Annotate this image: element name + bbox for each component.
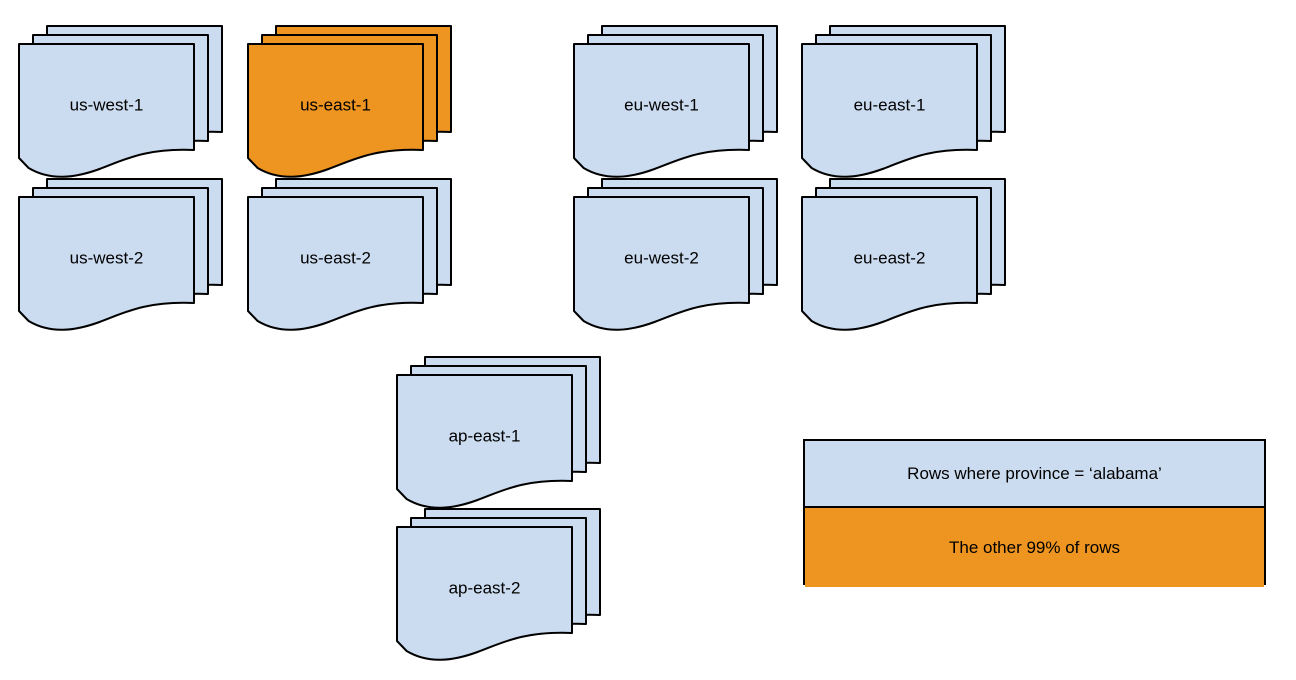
stack-label: ap-east-1 xyxy=(449,426,521,445)
stack-label: us-east-2 xyxy=(300,248,371,267)
document-front: eu-west-1 xyxy=(573,43,750,178)
document-shape xyxy=(247,196,424,331)
legend: Rows where province = ‘alabama’ The other… xyxy=(803,439,1266,587)
stack-label: eu-west-1 xyxy=(624,95,699,114)
document-shape xyxy=(573,43,750,178)
document-front: eu-east-2 xyxy=(801,196,978,331)
document-stack-ap-east-2[interactable]: ap-east-2 xyxy=(395,507,602,661)
stack-label: eu-west-2 xyxy=(624,248,699,267)
legend-row-alabama-rows: Rows where province = ‘alabama’ xyxy=(805,441,1264,508)
document-shape xyxy=(573,196,750,331)
document-stack-eu-east-1[interactable]: eu-east-1 xyxy=(800,24,1007,178)
stack-label: eu-east-2 xyxy=(854,248,926,267)
document-stack-us-east-1[interactable]: us-east-1 xyxy=(246,24,453,178)
document-shape xyxy=(801,196,978,331)
document-stack-eu-west-1[interactable]: eu-west-1 xyxy=(572,24,779,178)
document-front: eu-east-1 xyxy=(801,43,978,178)
stack-label: eu-east-1 xyxy=(854,95,926,114)
document-shape xyxy=(18,43,195,178)
document-shape xyxy=(396,374,573,509)
document-front: ap-east-2 xyxy=(396,526,573,661)
document-front: us-west-1 xyxy=(18,43,195,178)
document-front: ap-east-1 xyxy=(396,374,573,509)
legend-row-other-rows: The other 99% of rows xyxy=(805,508,1264,587)
stack-label: us-west-1 xyxy=(70,95,144,114)
document-front: us-east-1 xyxy=(247,43,424,178)
stack-label: us-west-2 xyxy=(70,248,144,267)
legend-label: The other 99% of rows xyxy=(948,537,1121,557)
document-stack-eu-east-2[interactable]: eu-east-2 xyxy=(800,177,1007,331)
document-shape xyxy=(396,526,573,661)
document-stack-us-east-2[interactable]: us-east-2 xyxy=(246,177,453,331)
document-stack-us-west-1[interactable]: us-west-1 xyxy=(17,24,224,178)
document-shape xyxy=(247,43,424,178)
legend-label: Rows where province = ‘alabama’ xyxy=(907,463,1162,483)
document-front: us-west-2 xyxy=(18,196,195,331)
document-front: eu-west-2 xyxy=(573,196,750,331)
document-stack-ap-east-1[interactable]: ap-east-1 xyxy=(395,355,602,509)
document-front: us-east-2 xyxy=(247,196,424,331)
document-shape xyxy=(18,196,195,331)
document-shape xyxy=(801,43,978,178)
document-stack-eu-west-2[interactable]: eu-west-2 xyxy=(572,177,779,331)
document-stack-us-west-2[interactable]: us-west-2 xyxy=(17,177,224,331)
stack-label: us-east-1 xyxy=(300,95,371,114)
stack-label: ap-east-2 xyxy=(449,578,521,597)
